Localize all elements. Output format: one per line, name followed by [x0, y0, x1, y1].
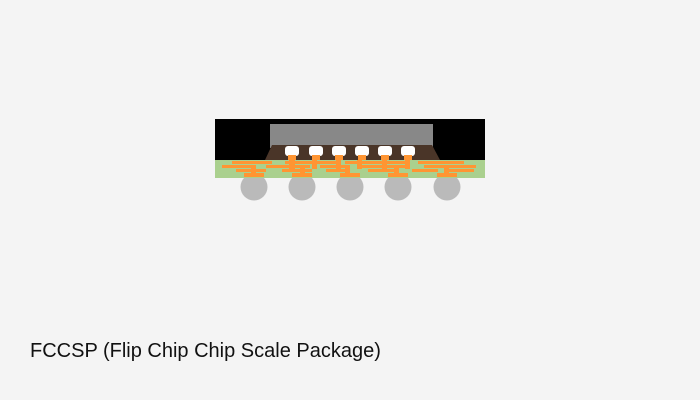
substrate-traces	[222, 160, 476, 177]
solder-ball	[336, 173, 364, 201]
flip-chip-bump	[332, 146, 346, 161]
underfill	[265, 145, 440, 160]
flip-chip-bump	[355, 146, 369, 161]
solder-ball	[433, 173, 461, 201]
solder-balls	[240, 173, 461, 201]
die	[270, 124, 433, 148]
flip-chip-bump	[285, 146, 299, 161]
flip-chip-bump	[309, 146, 323, 161]
solder-ball	[240, 173, 268, 201]
solder-ball	[288, 173, 316, 201]
flip-chip-bumps	[285, 146, 415, 161]
flip-chip-bump	[378, 146, 392, 161]
solder-ball	[384, 173, 412, 201]
flip-chip-bump	[401, 146, 415, 161]
diagram-caption: FCCSP (Flip Chip Chip Scale Package)	[30, 340, 381, 362]
